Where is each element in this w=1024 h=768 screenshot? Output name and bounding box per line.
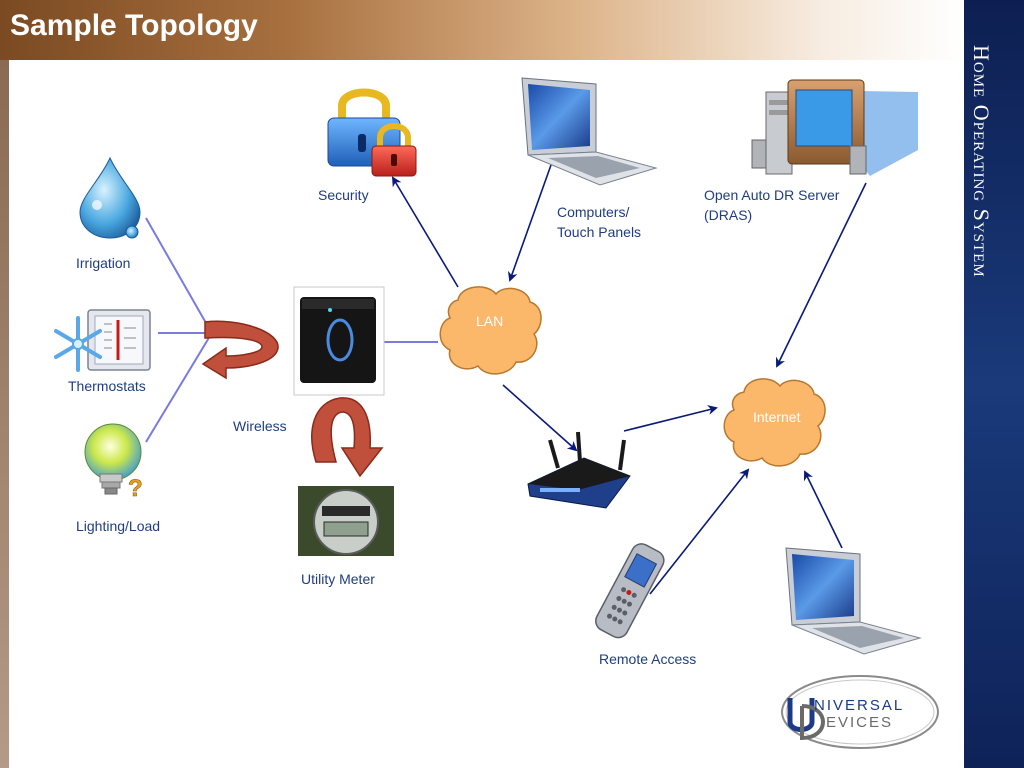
lan-label: LAN — [476, 313, 504, 329]
utility-meter-icon — [298, 486, 394, 556]
security-label: Security — [318, 187, 369, 203]
lock-icon — [327, 88, 417, 177]
irrigation-label: Irrigation — [76, 255, 131, 271]
light-bulb-icon: ? — [84, 423, 143, 502]
lighting-label: Lighting/Load — [76, 518, 161, 534]
side-title-bar — [964, 0, 1024, 768]
logo-text-line2: EVICES — [826, 714, 894, 731]
side-title: Home Operating System — [969, 45, 994, 278]
network-arrows — [391, 164, 867, 595]
computers-label-line2: Touch Panels — [557, 224, 642, 240]
wireless-links — [145, 217, 438, 443]
thermostat-icon — [87, 309, 151, 371]
dras-label-line2: (DRAS) — [704, 207, 753, 223]
svg-text:?: ? — [128, 475, 143, 502]
header-bar — [0, 0, 964, 60]
slide-title: Sample Topology — [10, 9, 258, 42]
thermostats-label: Thermostats — [68, 378, 146, 394]
computers-label-line1: Computers/ — [557, 204, 630, 220]
lan-cloud-icon — [439, 286, 542, 375]
desktop-computer-icon — [751, 79, 918, 176]
water-drop-icon — [79, 156, 141, 239]
snowflake-icon — [54, 316, 102, 372]
topology-diagram: ? — [54, 77, 939, 749]
wireless-label: Wireless — [233, 418, 287, 434]
remote-laptop-icon — [785, 547, 922, 655]
universal-devices-logo — [781, 675, 939, 749]
cell-phone-icon — [595, 543, 665, 639]
router-icon — [527, 431, 631, 509]
internet-label: Internet — [753, 409, 801, 425]
logo-text-line1: NIVERSAL — [814, 697, 905, 714]
remote-access-label: Remote Access — [599, 651, 697, 667]
utility-meter-label: Utility Meter — [301, 571, 375, 587]
laptop-icon — [521, 77, 658, 186]
dras-label-line1: Open Auto DR Server — [704, 187, 840, 203]
wireless-arrow-icon — [201, 320, 384, 478]
left-accent-bar — [0, 60, 9, 768]
internet-cloud-icon — [723, 378, 826, 467]
hub-device-icon — [293, 286, 385, 396]
